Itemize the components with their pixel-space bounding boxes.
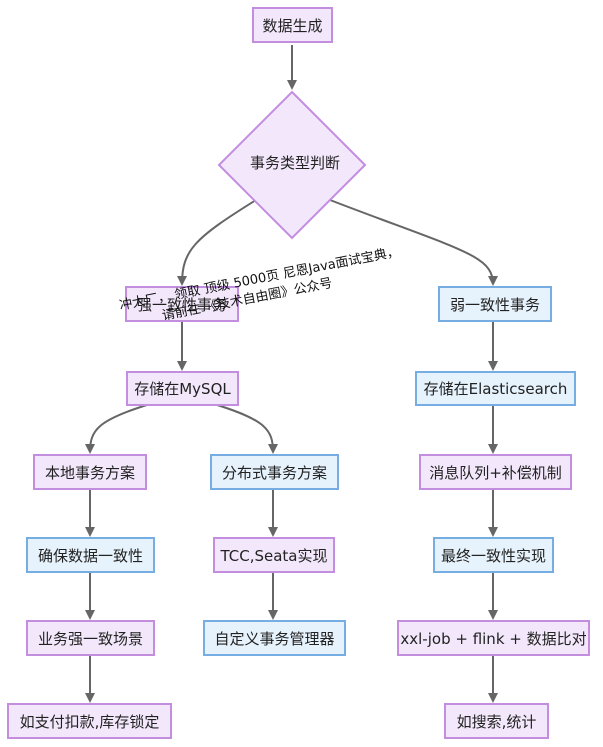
node-custom-transaction-manager: 自定义事务管理器 (203, 620, 346, 656)
edge-mysql-distributed (213, 403, 278, 454)
edge-decision-weak (329, 199, 498, 286)
node-search-statistics: 如搜索,统计 (444, 703, 549, 739)
node-weak-consistency: 弱一致性事务 (438, 286, 552, 322)
node-xxljob-flink: xxl-job + flink + 数据比对 (397, 620, 590, 656)
node-strong-consistency-scene: 业务强一致场景 (26, 620, 155, 656)
node-ensure-consistency: 确保数据一致性 (26, 537, 155, 573)
node-strong-consistency: 强一致性事务 (125, 286, 239, 322)
node-payment-inventory: 如支付扣款,库存锁定 (7, 703, 172, 739)
node-data-generation: 数据生成 (252, 7, 333, 43)
node-mq-compensation: 消息队列+补偿机制 (419, 454, 572, 490)
node-eventual-consistency: 最终一致性实现 (433, 537, 554, 573)
node-store-mysql: 存储在MySQL (126, 371, 239, 406)
edge-decision-strong (177, 199, 257, 286)
decision-diamond (217, 90, 367, 240)
node-distributed-transaction: 分布式事务方案 (210, 454, 339, 490)
edge-mysql-local (85, 403, 151, 454)
node-transaction-type-decision: 事务类型判断 (249, 154, 340, 172)
node-local-transaction: 本地事务方案 (33, 454, 147, 490)
node-store-elasticsearch: 存储在Elasticsearch (415, 371, 576, 406)
node-tcc-seata: TCC,Seata实现 (213, 537, 335, 573)
